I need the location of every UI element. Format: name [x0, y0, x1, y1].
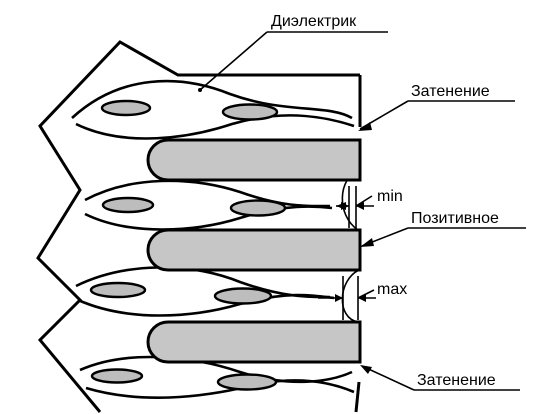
- fiber-line: [79, 355, 353, 384]
- fiber-section: [90, 368, 144, 384]
- fiber-sections: [89, 99, 287, 391]
- fiber-section: [101, 196, 155, 214]
- conductor-layer: [146, 320, 362, 364]
- conductor-layers: [146, 138, 362, 364]
- leader-lines: [198, 31, 526, 391]
- fiber-section: [100, 99, 152, 117]
- fiber-line: [75, 114, 355, 140]
- shading-bottom-leader: [361, 365, 415, 391]
- fiber-bundles: [71, 79, 355, 399]
- dielectric-leader: [199, 31, 268, 91]
- dielectric-outline: [36, 40, 362, 413]
- conductor-layer: [146, 138, 362, 182]
- fiber-section: [221, 103, 279, 121]
- shading-bottom-label: Затенение: [417, 372, 496, 389]
- conductor-layer: [146, 228, 362, 272]
- max-label: max: [377, 281, 407, 298]
- fiber-section: [229, 199, 287, 217]
- fiber-line: [77, 293, 335, 317]
- fiber-section: [216, 373, 278, 391]
- max-dimension: [318, 276, 376, 320]
- fiber-line: [71, 79, 353, 120]
- positive-label: Позитивное: [411, 210, 499, 227]
- fiber-line: [75, 266, 331, 299]
- shading-top-label: Затенение: [411, 83, 490, 100]
- etch-curve: [341, 269, 360, 323]
- min-label: min: [377, 188, 403, 205]
- fiber-section: [213, 287, 273, 305]
- dielectric-label: Диэлектрик: [271, 13, 357, 30]
- fiber-section: [89, 281, 147, 299]
- min-dimension: [336, 186, 374, 228]
- fiber-line: [84, 205, 333, 231]
